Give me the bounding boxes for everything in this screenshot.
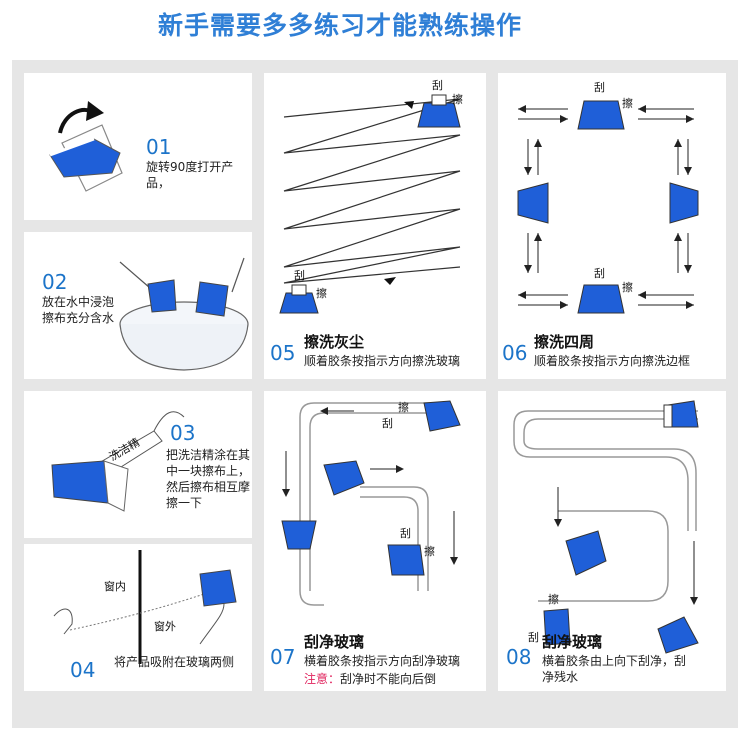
- step-06-number: 06: [502, 341, 528, 365]
- step-05-number: 05: [270, 341, 296, 365]
- wipe-label-lower: 擦: [424, 544, 435, 558]
- step-07-heading: 刮净玻璃: [304, 633, 365, 651]
- scrape-label-lower: 刮: [400, 526, 411, 540]
- rotate-product-illustration: [49, 101, 123, 192]
- step-07-panel: 擦 刮 刮 擦 刮净玻璃 07 横着胶条按指示方向刮净玻璃 注意：刮净时不能向后…: [264, 391, 486, 691]
- scrape-glass-illustration: 擦 刮 刮 擦: [281, 400, 461, 606]
- step-01-panel: 01 旋转90度打开产品，: [24, 73, 252, 220]
- step-04-panel: 窗内 窗外 04 将产品吸附在玻璃两侧: [24, 544, 252, 691]
- attach-to-glass-illustration: 窗内 窗外: [53, 550, 237, 664]
- step-06-panel: 刮 擦 刮 擦 擦洗四周 06: [498, 73, 726, 379]
- steps-frame: 01 旋转90度打开产品， 02 放在水中浸泡擦布充分含水 洗洁精: [12, 60, 738, 728]
- scrape-label: 刮: [432, 78, 443, 92]
- step-02-panel: 02 放在水中浸泡擦布充分含水: [24, 232, 252, 379]
- step-07-number: 07: [270, 645, 296, 669]
- wipe-label: 擦: [398, 400, 409, 414]
- apply-detergent-illustration: 洗洁精: [51, 411, 185, 512]
- step-03-panel: 洗洁精 03 把洗洁精涂在其中一块擦布上，然后擦布相互摩擦一下: [24, 391, 252, 538]
- window-inside-label: 窗内: [104, 579, 126, 593]
- step-04-text: 将产品吸附在玻璃两侧: [114, 655, 235, 669]
- wipe-label-bottom: 擦: [622, 280, 633, 294]
- top-to-bottom-scrape-illustration: 刮 擦: [513, 400, 699, 654]
- window-outside-label: 窗外: [154, 619, 176, 633]
- step-01-number: 01: [146, 135, 172, 159]
- step-02-text: 放在水中浸泡擦布充分含水: [42, 295, 115, 325]
- scrape-label: 刮: [528, 630, 539, 644]
- zigzag-wiping-illustration: 刮 擦 刮 擦: [279, 78, 463, 314]
- step-07-note: 注意：刮净时不能向后倒: [304, 671, 484, 687]
- soak-in-water-illustration: [119, 257, 249, 371]
- step-08-text: 横着胶条由上向下刮净，刮净残水: [542, 654, 687, 684]
- step-01-text: 旋转90度打开产品，: [146, 160, 234, 190]
- wipe-label: 擦: [622, 96, 633, 110]
- wipe-label: 擦: [452, 92, 463, 106]
- step-05-text: 顺着胶条按指示方向擦洗玻璃: [304, 354, 461, 368]
- scrape-label: 刮: [594, 80, 605, 94]
- page-title: 新手需要多多练习才能熟练操作: [157, 11, 522, 40]
- step-08-heading: 刮净玻璃: [542, 633, 603, 651]
- scrape-label-bottom: 刮: [594, 266, 605, 280]
- step-06-text: 顺着胶条按指示方向擦洗边框: [534, 354, 691, 368]
- step-05-panel: 刮 擦 刮 擦 擦洗灰尘 05 顺着胶条按指示方向擦洗玻璃: [264, 73, 486, 379]
- step-06-heading: 擦洗四周: [534, 333, 595, 351]
- scrape-label: 刮: [382, 416, 393, 430]
- step-07-note-text: 刮净时不能向后倒: [340, 672, 437, 686]
- step-05-heading: 擦洗灰尘: [304, 333, 365, 351]
- step-08-panel: 刮 擦 刮净玻璃 08 横着胶条由上向下刮净，刮净残水: [498, 391, 726, 691]
- step-07-text: 横着胶条按指示方向刮净玻璃: [304, 654, 461, 668]
- step-02-number: 02: [42, 270, 68, 294]
- scrape-label-bottom: 刮: [294, 268, 305, 282]
- step-08-number: 08: [506, 645, 532, 669]
- edge-wiping-illustration: 刮 擦 刮 擦: [517, 80, 699, 314]
- step-03-number: 03: [170, 421, 196, 445]
- wipe-label-bottom: 擦: [316, 286, 327, 300]
- step-07-note-label: 注意：: [304, 672, 341, 686]
- wipe-label: 擦: [548, 592, 559, 606]
- step-04-number: 04: [70, 658, 96, 682]
- step-03-text: 把洗洁精涂在其中一块擦布上，然后擦布相互摩擦一下: [166, 448, 251, 510]
